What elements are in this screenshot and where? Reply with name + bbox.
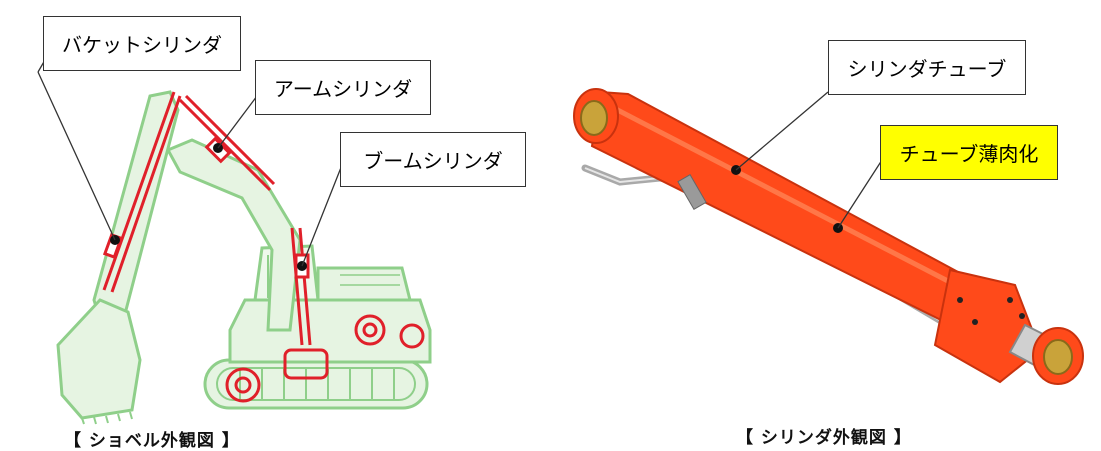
excavator-body (228, 244, 432, 364)
label-bucket-cylinder: バケットシリンダ (43, 16, 241, 71)
label-boom-cylinder: ブームシリンダ (340, 132, 526, 187)
excavator-illustration (37, 59, 432, 425)
cylinder-rod-end (1008, 323, 1084, 385)
hydraulic-components (225, 314, 425, 403)
label-tube-thinning: チューブ薄肉化 (880, 125, 1058, 180)
right-leader-lines (735, 91, 883, 229)
excavator-bucket (56, 298, 142, 420)
caption-cylinder: 【 シリンダ外観図 】 (736, 428, 912, 448)
excavator-boom (165, 138, 302, 332)
label-arm-cylinder: アームシリンダ (255, 60, 431, 115)
cylinder-end-cap (573, 88, 619, 144)
cylinder-illustration (573, 88, 1084, 385)
label-cylinder-tube: シリンダチューブ (828, 40, 1026, 95)
bucket-teeth (81, 411, 133, 425)
arm-cylinder-lines (178, 94, 276, 192)
caption-excavator: 【 ショベル外観図 】 (64, 431, 240, 451)
